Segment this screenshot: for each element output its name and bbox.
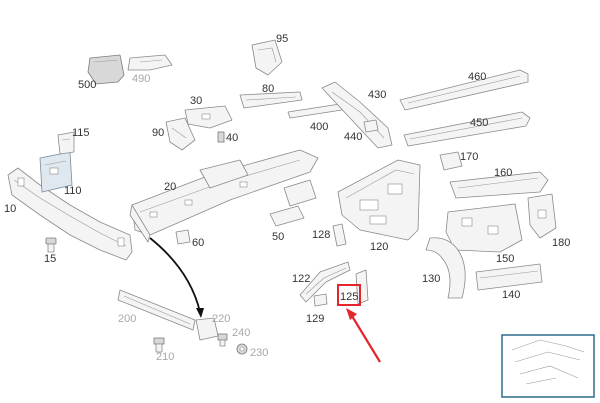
part-440-bracket[interactable] xyxy=(363,119,379,133)
assembly-arrow xyxy=(149,237,204,318)
part-460-rail[interactable] xyxy=(399,69,529,111)
label-50: 50 xyxy=(272,231,284,243)
part-180-bracket[interactable] xyxy=(527,193,557,239)
part-160-crossmember[interactable] xyxy=(449,171,549,199)
highlight-arrow xyxy=(346,308,381,363)
part-110-bracket[interactable] xyxy=(39,151,73,193)
part-30-bracket[interactable] xyxy=(184,105,233,129)
label-122: 122 xyxy=(292,273,310,285)
label-500: 500 xyxy=(78,79,96,91)
label-90: 90 xyxy=(152,127,164,139)
label-15: 15 xyxy=(44,253,56,265)
part-20-longitudinal-member[interactable] xyxy=(129,149,319,243)
label-120: 120 xyxy=(370,241,388,253)
part-115-bracket[interactable] xyxy=(57,131,75,155)
label-460: 460 xyxy=(468,71,486,83)
part-60-clip[interactable] xyxy=(175,229,191,245)
label-400: 400 xyxy=(310,121,328,133)
part-290-member[interactable] xyxy=(283,179,317,207)
part-labels: 10 15 20 30 40 50 60 80 90 95 110 115 12… xyxy=(4,33,570,363)
part-210-bolt[interactable] xyxy=(153,337,165,353)
part-128-strip[interactable] xyxy=(332,223,347,247)
part-129-clip[interactable] xyxy=(313,293,328,307)
part-170-bracket[interactable] xyxy=(439,151,463,171)
highlight-box-125 xyxy=(337,284,361,306)
label-210: 210 xyxy=(156,351,174,363)
overview-thumbnail[interactable] xyxy=(501,334,595,398)
label-95: 95 xyxy=(276,33,288,45)
label-129: 129 xyxy=(306,313,324,325)
part-450-rail[interactable] xyxy=(403,111,531,147)
label-450: 450 xyxy=(470,117,488,129)
part-95-bracket[interactable] xyxy=(251,39,283,76)
label-20: 20 xyxy=(164,181,176,193)
part-50-bracket[interactable] xyxy=(269,205,305,227)
part-120-side-panel[interactable] xyxy=(337,159,421,241)
label-115: 115 xyxy=(72,127,90,139)
label-10: 10 xyxy=(4,203,16,215)
part-90-bracket[interactable] xyxy=(165,117,196,151)
part-230-nut[interactable] xyxy=(236,343,248,355)
label-110: 110 xyxy=(64,185,82,197)
part-240-bolt[interactable] xyxy=(217,333,228,347)
label-440: 440 xyxy=(344,131,362,143)
label-230: 230 xyxy=(250,347,268,359)
label-490: 490 xyxy=(132,73,150,85)
label-430: 430 xyxy=(368,89,386,101)
label-240: 240 xyxy=(232,327,250,339)
label-180: 180 xyxy=(552,237,570,249)
label-128: 128 xyxy=(312,229,330,241)
label-220: 220 xyxy=(212,313,230,325)
label-40: 40 xyxy=(226,132,238,144)
part-490-bracket[interactable] xyxy=(127,54,173,71)
part-40-bolt[interactable] xyxy=(217,131,225,143)
label-60: 60 xyxy=(192,237,204,249)
part-150-floor-section[interactable] xyxy=(445,203,523,253)
label-200: 200 xyxy=(118,313,136,325)
part-140-sill[interactable] xyxy=(475,263,543,291)
label-125: 125 xyxy=(340,291,358,303)
label-170: 170 xyxy=(460,151,478,163)
label-30: 30 xyxy=(190,95,202,107)
part-130-wheel-arch[interactable] xyxy=(425,237,466,299)
part-400-rail[interactable] xyxy=(287,103,343,119)
label-80: 80 xyxy=(262,83,274,95)
label-150: 150 xyxy=(496,253,514,265)
part-10-bumper-beam[interactable] xyxy=(7,167,133,261)
part-80-strut[interactable] xyxy=(239,91,303,109)
label-130: 130 xyxy=(422,273,440,285)
label-140: 140 xyxy=(502,289,520,301)
part-200-rail[interactable] xyxy=(117,289,196,331)
label-160: 160 xyxy=(494,167,512,179)
part-15-bolt[interactable] xyxy=(45,237,57,253)
part-500-panel[interactable] xyxy=(87,54,125,85)
part-122-reinforcement[interactable] xyxy=(299,261,351,303)
